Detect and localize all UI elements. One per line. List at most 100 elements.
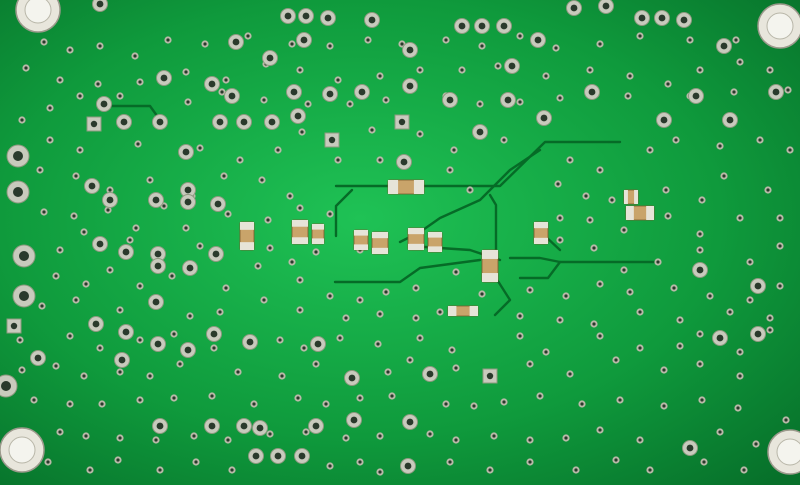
through-hole-pad <box>224 88 240 104</box>
edge-pad-hole <box>19 291 29 301</box>
via <box>76 146 84 154</box>
via-hole <box>648 468 652 472</box>
through-hole-pad <box>400 458 416 474</box>
through-hole-pad <box>96 96 112 112</box>
via-hole <box>252 402 256 406</box>
pad-hole <box>92 320 100 328</box>
via <box>476 100 484 108</box>
via <box>736 58 744 66</box>
pad-hole <box>324 14 332 22</box>
via-hole <box>376 342 380 346</box>
via-hole <box>518 314 522 318</box>
through-hole-pad <box>280 8 296 24</box>
via-hole <box>198 244 202 248</box>
via <box>22 64 30 72</box>
via <box>46 136 54 144</box>
via <box>516 332 524 340</box>
pad-hole <box>500 22 508 30</box>
via-hole <box>384 98 388 102</box>
via-hole <box>268 246 272 250</box>
pad-hole <box>106 196 114 204</box>
via-hole <box>106 208 110 212</box>
via <box>696 330 704 338</box>
square-pad <box>86 116 102 132</box>
via-hole <box>74 298 78 302</box>
via <box>196 242 204 250</box>
via-hole <box>116 458 120 462</box>
mounting-bore <box>766 12 794 40</box>
via-hole <box>678 318 682 322</box>
through-hole-pad <box>252 420 268 436</box>
smd-end-cap <box>408 243 424 250</box>
via <box>312 360 320 368</box>
smd-component <box>407 227 425 251</box>
via <box>406 356 414 364</box>
via <box>244 32 252 40</box>
pad-hole <box>754 282 762 290</box>
pad-hole <box>446 96 454 104</box>
pad-hole <box>348 374 356 382</box>
via-hole <box>210 394 214 398</box>
via-hole <box>118 308 122 312</box>
via-hole <box>260 178 264 182</box>
via-hole <box>226 212 230 216</box>
via-hole <box>528 362 532 366</box>
via <box>66 46 74 54</box>
via <box>80 228 88 236</box>
square-pad <box>482 368 498 384</box>
via <box>700 458 708 466</box>
via-hole <box>314 362 318 366</box>
via <box>46 104 54 112</box>
via-hole <box>256 264 260 268</box>
edge-pad <box>6 180 30 204</box>
via <box>192 458 200 466</box>
via <box>132 224 140 232</box>
through-hole-pad <box>150 258 166 274</box>
via <box>146 176 154 184</box>
pad-hole <box>154 340 162 348</box>
through-hole-pad <box>296 32 312 48</box>
pad-hole <box>716 334 724 342</box>
via-hole <box>184 70 188 74</box>
pad-hole <box>692 92 700 100</box>
mounting-hole <box>0 427 45 473</box>
via-hole <box>336 158 340 162</box>
via <box>376 432 384 440</box>
through-hole-pad <box>442 92 458 108</box>
via <box>556 316 564 324</box>
via <box>176 360 184 368</box>
via-hole <box>20 118 24 122</box>
via <box>98 400 106 408</box>
pad-hole <box>184 186 192 194</box>
via-hole <box>58 248 62 252</box>
via <box>296 306 304 314</box>
via-hole <box>518 100 522 104</box>
via-hole <box>580 402 584 406</box>
copper-trace <box>334 140 622 188</box>
via <box>542 72 550 80</box>
via-hole <box>628 290 632 294</box>
via <box>486 466 494 474</box>
via-hole <box>664 188 668 192</box>
through-hole-pad <box>114 352 130 368</box>
via <box>620 226 628 234</box>
via-hole <box>528 288 532 292</box>
smd-component <box>353 229 369 251</box>
pad-hole <box>160 74 168 82</box>
pad-hole <box>588 88 596 96</box>
via-hole <box>186 100 190 104</box>
via-hole <box>236 370 240 374</box>
through-hole-pad <box>598 0 614 14</box>
via <box>452 268 460 276</box>
via-hole <box>280 374 284 378</box>
via <box>40 38 48 46</box>
via-hole <box>718 430 722 434</box>
via <box>698 196 706 204</box>
via-hole <box>754 442 758 446</box>
via <box>726 308 734 316</box>
pad-hole <box>726 116 734 124</box>
through-hole-pad <box>204 76 220 92</box>
smd-component <box>625 205 655 221</box>
via-hole <box>328 294 332 298</box>
